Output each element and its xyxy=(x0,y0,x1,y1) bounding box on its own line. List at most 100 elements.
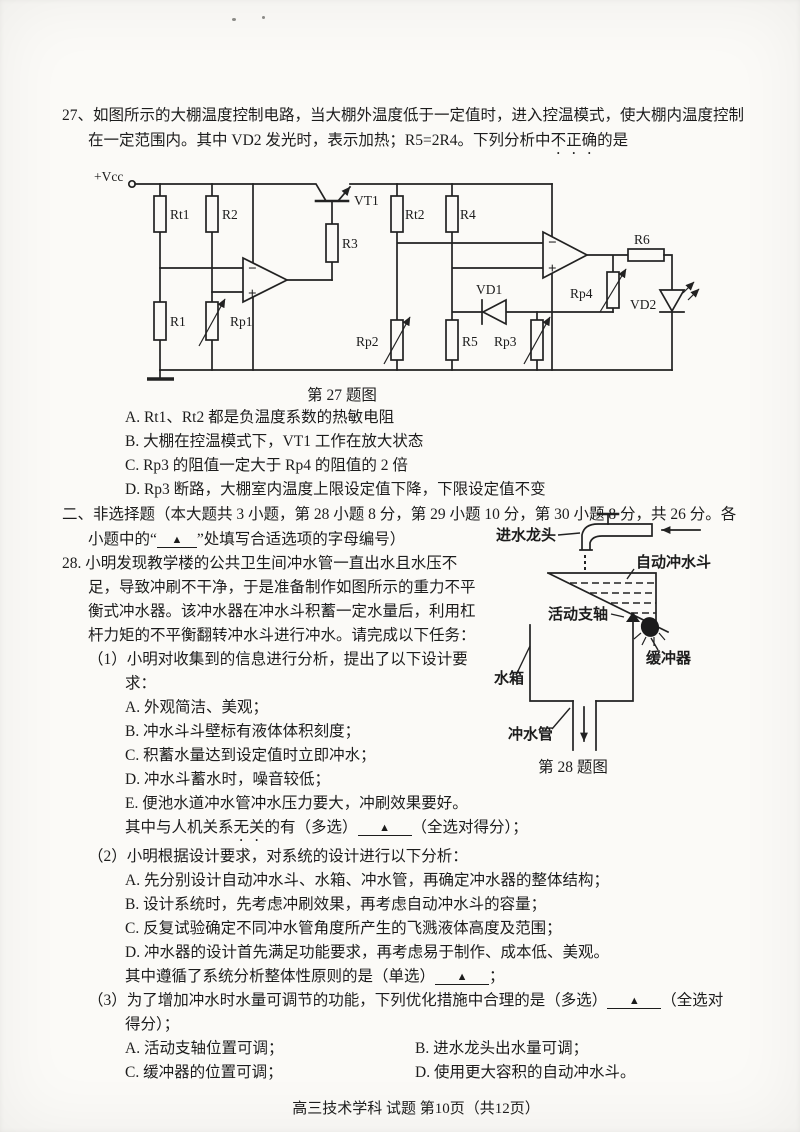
q28-stem-line: 足，导致冲刷不干净，于是准备制作如图所示的重力不平 xyxy=(88,579,476,596)
resistor-rt2 xyxy=(390,195,404,233)
answer-blank: ▲ xyxy=(357,822,412,836)
q27-option-a: A. Rt1、Rt2 都是负温度系数的热敏电阻 xyxy=(125,409,395,426)
faucet-body xyxy=(579,523,653,551)
q28-flusher-figure: 进水龙头 自动冲水斗 活动支轴 缓冲器 水箱 冲水管 第 xyxy=(478,503,780,781)
water-level-dashes xyxy=(570,582,656,614)
section2-heading-line1: 二、非选择题（本大题共 3 小题，第 28 小题 8 分，第 29 小题 10 … xyxy=(62,506,737,523)
led-vd2 xyxy=(658,289,686,313)
q28-part3-line1-pre: （3）为了增加冲水时水量可调节的功能，下列优化措施中合理的是（多选） xyxy=(88,992,608,1009)
q28-part1-emphasis: 无关 xyxy=(233,819,265,836)
q27-stem-line2-post: 的是 xyxy=(597,132,629,149)
label-r4: R4 xyxy=(460,207,476,222)
q28-part2-option-d: D. 冲水器的设计首先满足功能要求，再考虑易于制作、成本低、美观。 xyxy=(125,944,609,961)
q28-part1-tail-post: （全选对得分）； xyxy=(411,819,528,836)
resistor-r2 xyxy=(205,195,219,233)
q27-stem-line1: 27、如图所示的大棚温度控制电路，当大棚外温度低于一定值时，进入控温模式，使大棚… xyxy=(62,107,745,124)
opamp2-plus: + xyxy=(548,261,557,277)
q28-part2-heading: （2）小明根据设计要求，对系统的设计进行以下分析： xyxy=(88,848,468,865)
q28-stem-line: 衡式冲水器。该冲水器在冲水斗积蓄一定水量后，利用杠 xyxy=(88,603,476,620)
label-r2: R2 xyxy=(222,207,238,222)
q27-figure-caption: 第 27 题图 xyxy=(307,387,377,404)
section2-heading-line2-post: ”处填写合适选项的字母编号） xyxy=(196,531,406,548)
label-r6: R6 xyxy=(634,232,650,247)
label-pivot: 活动支轴 xyxy=(548,605,608,623)
q27-stem-line2-pre: 在一定范围内。其中 VD2 发光时，表示加热；R5=2R4。下列分析中 xyxy=(88,132,551,149)
scan-speck xyxy=(232,18,236,21)
pivot-triangle xyxy=(626,612,640,622)
q28-figure-caption: 第 28 题图 xyxy=(538,759,608,776)
q28-part2-option-a: A. 先分别设计自动冲水斗、水箱、冲水管，再确定冲水器的整体结构； xyxy=(125,872,609,889)
q28-part3-option-c: C. 缓冲器的位置可调； xyxy=(125,1064,283,1081)
label-r5: R5 xyxy=(462,334,478,349)
resistor-rp1 xyxy=(205,301,219,341)
q28-part1-option-a: A. 外观简洁、美观； xyxy=(125,699,268,716)
label-rp3: Rp3 xyxy=(494,334,517,349)
q28-part3-options-row1: A. 活动支轴位置可调； B. 进水龙头出水量可调； xyxy=(125,1037,770,1061)
q28-part3-option-b: B. 进水龙头出水量可调； xyxy=(415,1040,589,1057)
q28-part3-heading-cont: 得分）； xyxy=(125,1016,180,1033)
q28-flusher-svg: 进水龙头 自动冲水斗 活动支轴 缓冲器 水箱 冲水管 xyxy=(494,512,711,751)
label-vd1: VD1 xyxy=(476,282,502,297)
opamp1-minus: − xyxy=(248,261,257,277)
resistor-r5 xyxy=(445,319,459,361)
label-rt1: Rt1 xyxy=(170,207,190,222)
q27-stem-emphasis: 不正确 xyxy=(550,132,598,149)
flush-pipe xyxy=(572,700,597,751)
q28-stem-line: 28. 小明发现教学楼的公共卫生间冲水管一直出水且水压不 xyxy=(62,555,458,572)
q28-part1-heading: （1）小明对收集到的信息进行分析，提出了以下设计要 xyxy=(88,651,468,668)
opamp1 xyxy=(242,256,289,304)
section2-heading-line2: 小题中的“▲”处填写合适选项的字母编号） xyxy=(88,527,770,552)
q28-part1-tail-pre: 其中与人机关系 xyxy=(125,819,234,836)
q28-part1-option-d: D. 冲水斗蓄水时，噪音较低； xyxy=(125,771,330,788)
opamp1-plus: + xyxy=(248,286,257,302)
q27-circuit-figure: − + − + xyxy=(62,172,770,386)
resistor-rt1 xyxy=(153,195,167,233)
label-rp1: Rp1 xyxy=(230,314,253,329)
q28-part1-heading-cont: 求： xyxy=(125,675,157,692)
label-r3: R3 xyxy=(342,236,358,251)
resistor-r6 xyxy=(627,248,665,262)
tank-outline xyxy=(529,620,634,702)
answer-blank: ▲ xyxy=(607,995,662,1009)
q28-part2-option-b: B. 设计系统时，先考虑冲刷效果，再考虑自动冲水斗的容量； xyxy=(125,896,547,913)
vt1-emitter-arrow xyxy=(336,185,352,203)
resistor-r3 xyxy=(325,223,339,263)
q28-part3-option-d: D. 使用更大容积的自动冲水斗。 xyxy=(415,1064,636,1081)
q28-part1-option-e: E. 便池水道冲水管冲水压力要大，冲刷效果要好。 xyxy=(125,795,468,812)
q27-stem-line2: 在一定范围内。其中 VD2 发光时，表示加热；R5=2R4。下列分析中不正确的是 xyxy=(88,128,770,158)
label-buffer: 缓冲器 xyxy=(646,649,692,667)
q28-stem-line: 杆力矩的不平衡翻转冲水斗进行冲水。请完成以下任务： xyxy=(88,627,476,644)
label-bucket: 自动冲水斗 xyxy=(636,553,711,571)
label-vd2: VD2 xyxy=(630,297,656,312)
q28-part1-tail-mid: 的有（多选） xyxy=(264,819,358,836)
q28-part2-tail-post: ； xyxy=(489,968,505,985)
q28-part3-heading: （3）为了增加冲水时水量可调节的功能，下列优化措施中合理的是（多选）▲（全选对 xyxy=(88,989,770,1013)
scan-speck xyxy=(262,16,265,19)
label-vt1: VT1 xyxy=(354,193,379,208)
label-rp4: Rp4 xyxy=(570,286,593,301)
label-pipe: 冲水管 xyxy=(508,725,553,743)
label-tank: 水箱 xyxy=(494,669,524,687)
label-r1: R1 xyxy=(170,314,186,329)
answer-blank: ▲ xyxy=(435,971,490,985)
resistor-r4 xyxy=(445,195,459,233)
label-faucet: 进水龙头 xyxy=(496,526,556,544)
q27-option-c: C. Rp3 的阻值一定大于 Rp4 的阻值的 2 倍 xyxy=(125,457,408,474)
q28-part2-answer-line: 其中遵循了系统分析整体性原则的是（单选）▲； xyxy=(125,965,770,989)
page-footer: 高三技术学科 试题 第10页（共12页） xyxy=(292,1101,540,1117)
q28-part1-answer-line: 其中与人机关系无关的有（多选）▲（全选对得分）； xyxy=(125,816,770,845)
label-rt2: Rt2 xyxy=(405,207,425,222)
label-rp2: Rp2 xyxy=(356,334,379,349)
resistor-r1 xyxy=(153,301,167,341)
buffer-blob xyxy=(640,617,660,637)
buffer-hatch xyxy=(633,632,666,646)
q28-part2-tail-pre: 其中遵循了系统分析整体性原则的是（单选） xyxy=(125,968,436,985)
q27-option-b: B. 大棚在控温模式下，VT1 工作在放大状态 xyxy=(125,433,424,450)
diode-vd1 xyxy=(481,298,507,326)
q28-part3-option-a: A. 活动支轴位置可调； xyxy=(125,1040,284,1057)
q28-part3-options-row2: C. 缓冲器的位置可调； D. 使用更大容积的自动冲水斗。 xyxy=(125,1061,770,1085)
q28-part2-option-c: C. 反复试验确定不同冲水管角度所产生的飞溅液体高度及范围； xyxy=(125,920,562,937)
q28-part1-option-b: B. 冲水斗斗壁标有液体体积刻度； xyxy=(125,723,361,740)
q28-part3-line1-post: （全选对 xyxy=(661,992,724,1009)
